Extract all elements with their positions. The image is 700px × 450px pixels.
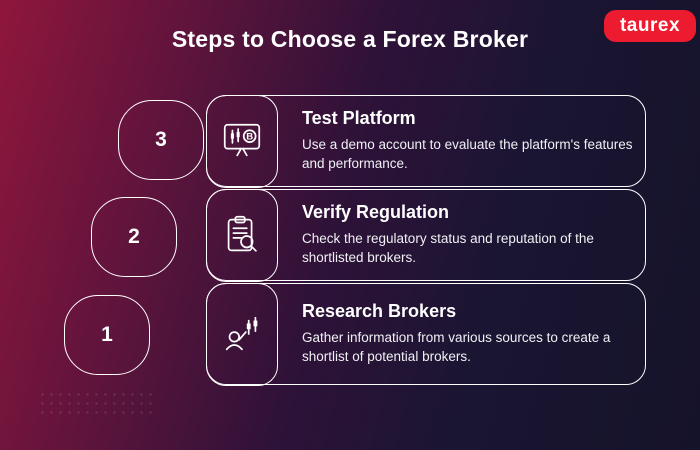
- step-title: Research Brokers: [302, 301, 457, 322]
- person-chart-icon: [225, 316, 257, 351]
- step-description: Use a demo account to evaluate the platf…: [302, 137, 633, 171]
- step-card-verify-regulation: Verify Regulation Check the regulatory s…: [205, 188, 646, 282]
- step-text-block: Test Platform Use a demo account to eval…: [302, 108, 634, 174]
- taurex-logo: taurex: [604, 10, 696, 42]
- step-icon-box: [205, 282, 278, 386]
- step-number-bubble-1: 1: [64, 295, 150, 375]
- svg-text:B: B: [246, 132, 253, 143]
- step-title: Verify Regulation: [302, 202, 450, 223]
- step-number-bubble-3: 3: [118, 100, 204, 180]
- page-title: Steps to Choose a Forex Broker: [171, 26, 529, 52]
- step-number: 1: [101, 323, 113, 346]
- step-text-block: Verify Regulation Check the regulatory s…: [302, 202, 634, 268]
- step-number: 2: [128, 225, 140, 248]
- taurex-logo-text: taurex: [619, 15, 681, 36]
- step-number-bubble-2: 2: [91, 197, 177, 277]
- step-text-block: Research Brokers Gather information from…: [302, 301, 634, 367]
- step-description: Gather information from various sources …: [302, 330, 611, 364]
- step-card-research-brokers: Research Brokers Gather information from…: [205, 282, 646, 386]
- dot-pattern: [38, 390, 158, 418]
- clipboard-search-icon: [227, 215, 257, 252]
- step-icon-box: [205, 188, 278, 282]
- monitor-chart-icon: B: [223, 123, 260, 157]
- step-icon-box: B: [205, 94, 278, 188]
- step-card-test-platform: B Test Platform Use a demo account to ev…: [205, 94, 646, 188]
- step-description: Check the regulatory status and reputati…: [302, 231, 594, 265]
- step-title: Test Platform: [302, 108, 416, 129]
- step-number: 3: [155, 128, 167, 151]
